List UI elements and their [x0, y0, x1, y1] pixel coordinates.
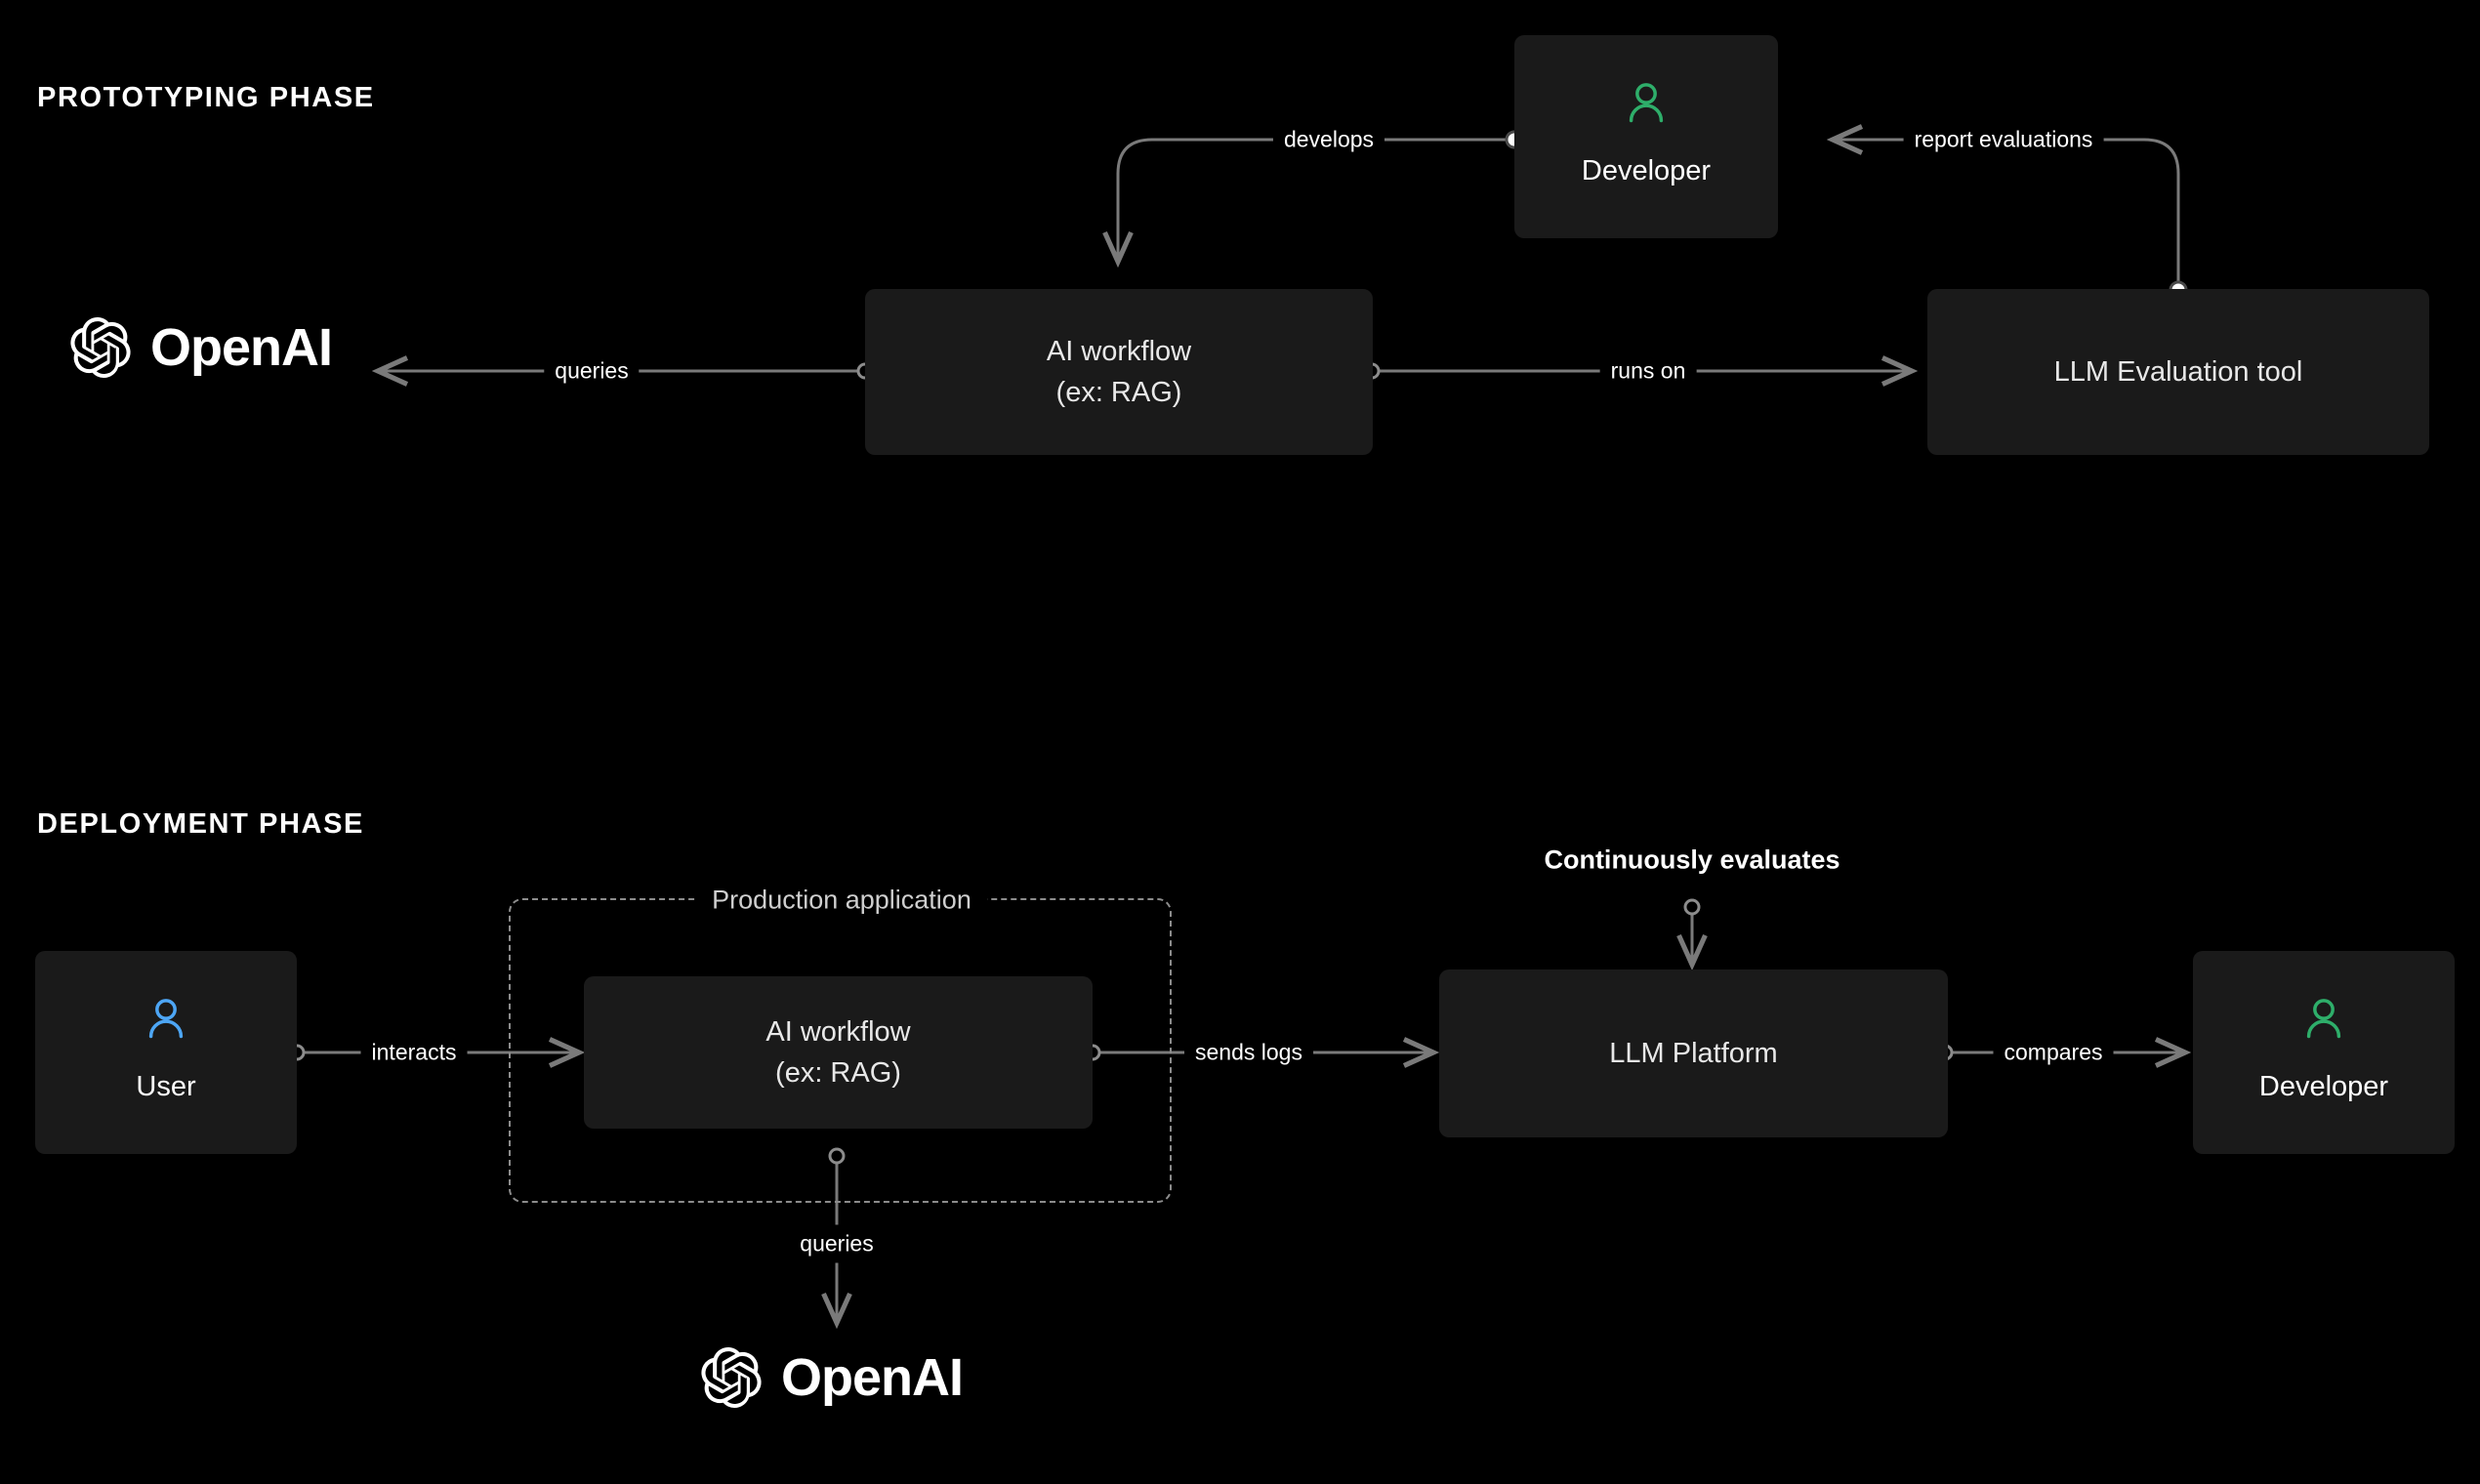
group-production-application-title: Production application	[696, 885, 987, 916]
openai-logo-prototyping: OpenAI	[70, 317, 333, 378]
person-icon	[145, 997, 187, 1049]
edge-label-compares: compares	[1993, 1033, 2114, 1072]
node-developer-label: Developer	[2258, 1071, 2389, 1103]
openai-logo-icon	[70, 317, 131, 378]
openai-logo-text: OpenAI	[150, 318, 333, 377]
edge-label-sends-logs: sends logs	[1184, 1033, 1313, 1072]
edge-label-continuously-evaluates: Continuously evaluates	[1536, 841, 1848, 880]
node-llm-platform-label: LLM Platform	[1609, 1037, 1778, 1069]
node-developer-label: Developer	[1581, 155, 1712, 187]
person-icon	[1625, 81, 1668, 133]
edge-label-runs-on: runs on	[1599, 351, 1697, 391]
node-ai-workflow-label: AI workflow (ex: RAG)	[765, 1015, 911, 1089]
edge-label-queries-prototyping: queries	[544, 351, 640, 391]
edge-label-queries-deployment: queries	[789, 1224, 885, 1263]
node-llm-evaluation-tool-label: LLM Evaluation tool	[2053, 355, 2303, 388]
node-llm-evaluation-tool[interactable]: LLM Evaluation tool	[1927, 289, 2429, 455]
edge-label-report-evaluations: report evaluations	[1903, 120, 2104, 159]
node-ai-workflow-deployment[interactable]: AI workflow (ex: RAG)	[584, 976, 1093, 1129]
node-llm-platform[interactable]: LLM Platform	[1439, 969, 1948, 1137]
node-ai-workflow-prototyping[interactable]: AI workflow (ex: RAG)	[865, 289, 1373, 455]
person-icon	[2302, 997, 2345, 1049]
phase-title-prototyping: PROTOTYPING PHASE	[37, 82, 375, 113]
edge-label-develops: develops	[1272, 120, 1385, 159]
node-ai-workflow-label: AI workflow (ex: RAG)	[1046, 335, 1192, 408]
openai-logo-icon	[701, 1347, 762, 1408]
phase-title-deployment: DEPLOYMENT PHASE	[37, 808, 364, 840]
node-developer-prototyping[interactable]: Developer	[1514, 35, 1778, 238]
node-user[interactable]: User	[35, 951, 297, 1154]
openai-logo-deployment: OpenAI	[701, 1347, 964, 1408]
node-user-label: User	[136, 1071, 196, 1103]
edge-label-interacts: interacts	[360, 1033, 468, 1072]
node-developer-deployment[interactable]: Developer	[2193, 951, 2455, 1154]
openai-logo-text: OpenAI	[781, 1348, 964, 1407]
